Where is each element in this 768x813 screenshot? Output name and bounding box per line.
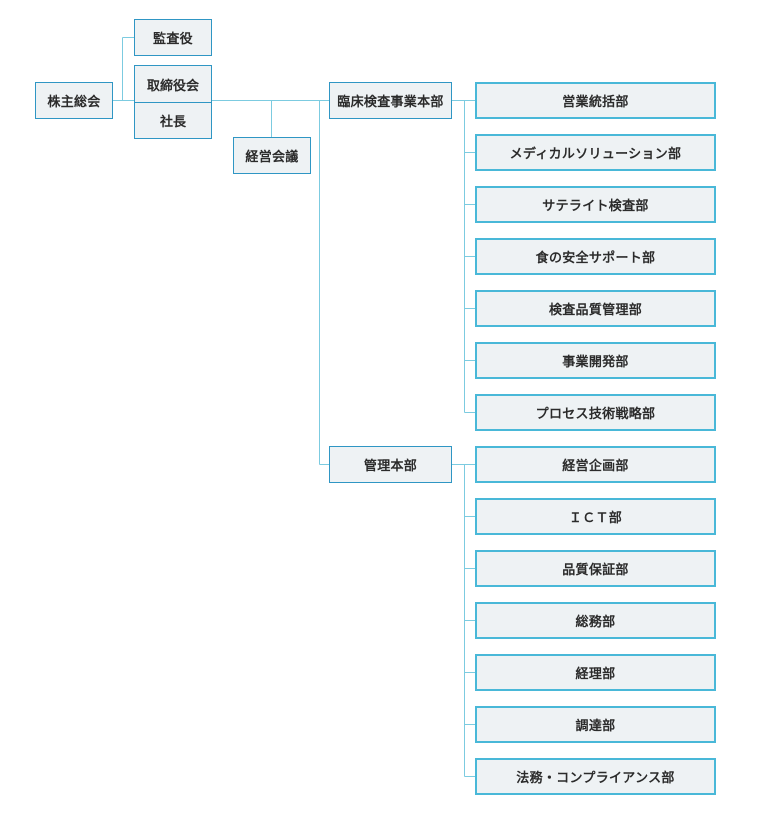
dept-legal-compliance: 法務・コンプライアンス部 bbox=[475, 758, 716, 795]
dept-ict: ＩＣＴ部 bbox=[475, 498, 716, 535]
dept-sales-management: 営業統括部 bbox=[475, 82, 716, 119]
board-label: 取締役会 bbox=[146, 78, 199, 94]
shareholders-meeting-box: 株主総会 bbox=[35, 82, 113, 119]
dept-process-technology-strategy: プロセス技術戦略部 bbox=[475, 394, 716, 431]
division-administration: 管理本部 bbox=[329, 446, 452, 483]
dept-testing-quality-control: 検査品質管理部 bbox=[475, 290, 716, 327]
auditor-box: 監査役 bbox=[134, 19, 212, 56]
dept-food-safety-support: 食の安全サポート部 bbox=[475, 238, 716, 275]
board-president-box: 取締役会 社長 bbox=[134, 65, 212, 139]
dept-procurement: 調達部 bbox=[475, 706, 716, 743]
dept-general-affairs: 総務部 bbox=[475, 602, 716, 639]
dept-satellite-testing: サテライト検査部 bbox=[475, 186, 716, 223]
dept-accounting: 経理部 bbox=[475, 654, 716, 691]
division-clinical-testing: 臨床検査事業本部 bbox=[329, 82, 452, 119]
dept-corporate-planning: 経営企画部 bbox=[475, 446, 716, 483]
dept-medical-solution: メディカルソリューション部 bbox=[475, 134, 716, 171]
dept-quality-assurance: 品質保証部 bbox=[475, 550, 716, 587]
management-meeting-box: 経営会議 bbox=[233, 137, 311, 174]
dept-business-development: 事業開発部 bbox=[475, 342, 716, 379]
president-label: 社長 bbox=[135, 102, 211, 138]
